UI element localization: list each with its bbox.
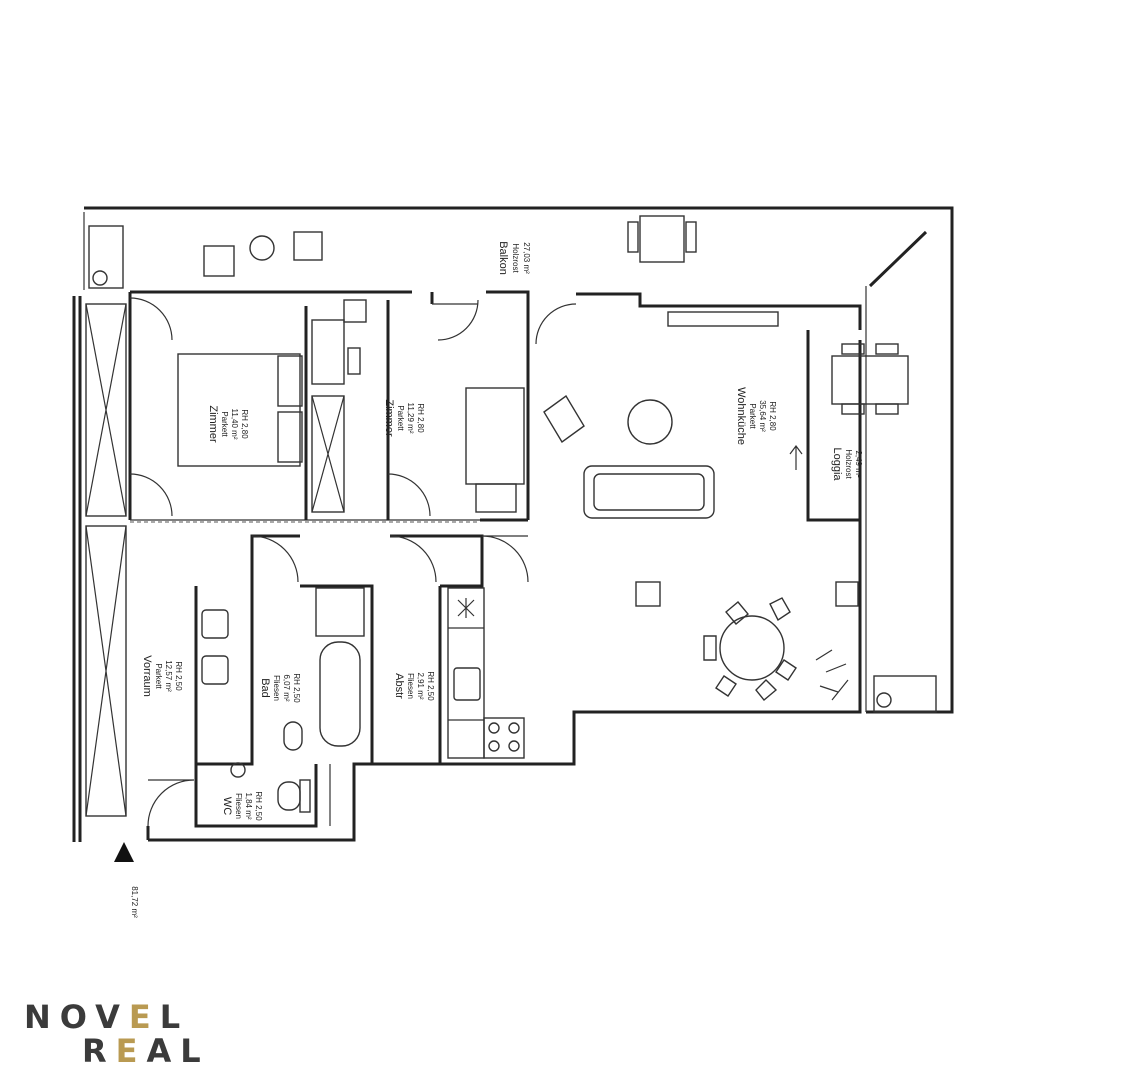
- svg-text:Parkett: Parkett: [154, 663, 163, 689]
- svg-text:2,49 m²: 2,49 m²: [854, 450, 863, 477]
- room-label-bad: Bad Fliesen 6,07 m² RH 2,50: [259, 673, 301, 703]
- svg-text:6,07 m²: 6,07 m²: [282, 674, 291, 701]
- room-label-wc: WC Fliesen 1,84 m² RH 2,50: [221, 791, 263, 821]
- svg-text:Parkett: Parkett: [748, 403, 757, 429]
- svg-text:RH 2,50: RH 2,50: [426, 671, 435, 701]
- svg-text:1,84 m²: 1,84 m²: [244, 792, 253, 819]
- svg-text:RH 2,80: RH 2,80: [240, 409, 249, 439]
- svg-text:Vorraum: Vorraum: [141, 655, 153, 697]
- loggia-furniture: [831, 343, 909, 415]
- room-label-wohnkueche: Wohnküche Parkett 35,64 m² RH 2,80: [735, 387, 777, 445]
- wardrobes: [85, 303, 345, 817]
- svg-text:Fliesen: Fliesen: [234, 793, 243, 819]
- svg-text:11,40 m²: 11,40 m²: [230, 409, 239, 440]
- svg-text:Bad: Bad: [259, 678, 271, 698]
- svg-text:RH 2,50: RH 2,50: [174, 661, 183, 691]
- svg-text:2,91 m²: 2,91 m²: [416, 672, 425, 699]
- svg-text:Balkon: Balkon: [497, 241, 509, 275]
- entrance-arrow-icon: [114, 842, 134, 862]
- svg-text:RH 2,50: RH 2,50: [292, 673, 301, 703]
- svg-text:27,03 m²: 27,03 m²: [522, 242, 531, 274]
- svg-text:Zimmer: Zimmer: [207, 405, 219, 443]
- svg-text:Holzrost: Holzrost: [511, 243, 520, 273]
- svg-text:Wohnküche: Wohnküche: [735, 387, 747, 445]
- balcony-furniture: [203, 215, 779, 327]
- room-label-zimmer-1: Zimmer Parkett 11,40 m² RH 2,80: [207, 405, 249, 443]
- bathroom-fixtures: [201, 587, 365, 813]
- room-label-zimmer-2: Zimmer Parkett 11,29 m² RH 2,80: [383, 399, 425, 437]
- svg-text:Parkett: Parkett: [220, 411, 229, 437]
- svg-text:WC: WC: [221, 797, 233, 815]
- svg-text:81,72 m²: 81,72 m²: [130, 886, 139, 918]
- logo-line-2: REAL: [82, 1032, 210, 1070]
- total-area-label: 81,72 m²: [130, 886, 139, 918]
- svg-text:Abstr: Abstr: [393, 673, 405, 699]
- svg-text:Holzrost: Holzrost: [844, 449, 853, 479]
- room-label-vorraum: Vorraum Parkett 12,57 m² RH 2,50: [141, 655, 183, 697]
- svg-text:Fliesen: Fliesen: [406, 673, 415, 699]
- kitchen-counter: [447, 587, 525, 759]
- direction-arrow-icon: [789, 445, 803, 470]
- svg-text:Parkett: Parkett: [396, 405, 405, 431]
- svg-text:11,29 m²: 11,29 m²: [406, 403, 415, 434]
- apartment-walls: [72, 290, 862, 842]
- svg-text:35,64 m²: 35,64 m²: [758, 400, 767, 432]
- novel-real-logo: NOVEL REAL: [24, 998, 210, 1070]
- bedroom-furniture: [177, 299, 525, 513]
- svg-text:RH 2,50: RH 2,50: [254, 791, 263, 821]
- svg-text:RH 2,80: RH 2,80: [416, 403, 425, 433]
- balcony-area: [83, 206, 954, 714]
- logo-line-1: NOVEL: [24, 998, 190, 1036]
- svg-text:Loggia: Loggia: [831, 447, 843, 481]
- living-furniture: [543, 394, 859, 701]
- svg-text:Zimmer: Zimmer: [383, 399, 395, 437]
- doors: [129, 297, 577, 827]
- room-label-abstr: Abstr Fliesen 2,91 m² RH 2,50: [393, 671, 435, 701]
- room-label-balkon: Balkon Holzrost 27,03 m²: [497, 241, 531, 275]
- svg-text:RH 2,80: RH 2,80: [768, 401, 777, 431]
- room-label-loggia: Loggia Holzrost 2,49 m²: [831, 447, 863, 481]
- interior-walls: [194, 300, 574, 828]
- svg-text:12,57 m²: 12,57 m²: [164, 660, 173, 692]
- svg-text:Fliesen: Fliesen: [272, 675, 281, 701]
